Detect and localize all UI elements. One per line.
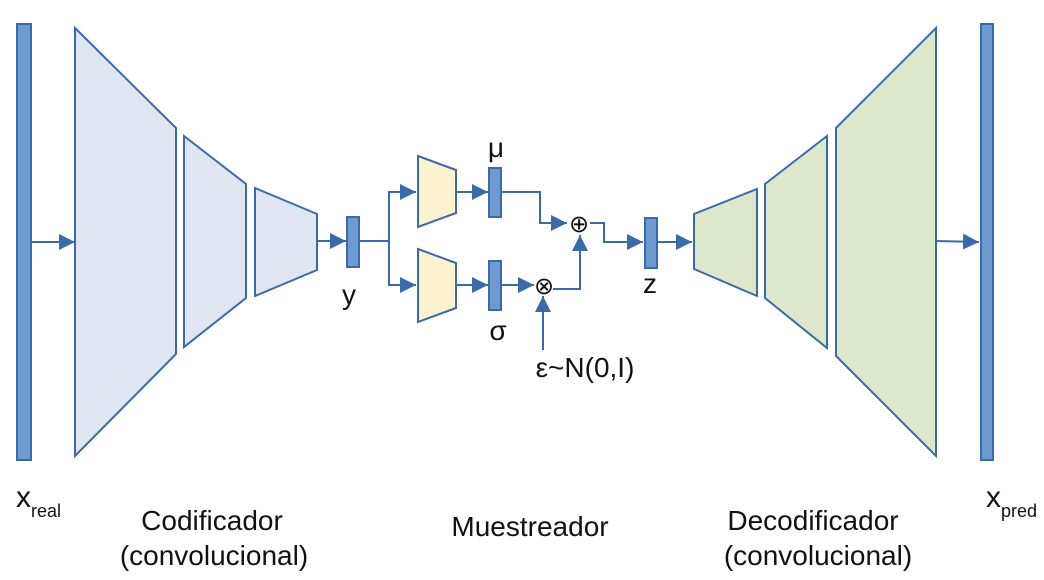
encoder-layer-3 (254, 186, 318, 298)
x-real-vector (16, 23, 32, 461)
x-real-label: xreal (16, 481, 61, 521)
y-label: y (342, 279, 356, 310)
times-operator: ⊗ (534, 273, 554, 300)
sampler-caption: Muestreador (451, 511, 608, 542)
x-pred-label: xpred (986, 481, 1037, 521)
x-pred-main: x (986, 481, 1001, 514)
sigma-vector (488, 260, 502, 311)
z-label: z (643, 268, 657, 299)
x-pred-vector (980, 23, 994, 461)
branch-y-to-sigma-encoder (388, 241, 416, 293)
arrow-times-to-plus (553, 235, 588, 290)
encoder-layer-2 (183, 133, 247, 350)
x-real-main: x (16, 481, 31, 514)
branch-y-to-mu-encoder (359, 184, 416, 242)
encoder-layer-1 (74, 25, 177, 459)
mu-encoder-block (417, 154, 457, 229)
sigma-label: σ (489, 315, 506, 346)
z-vector (644, 217, 658, 269)
encoder-caption-line1: Codificador (141, 505, 283, 536)
decoder-layer-3 (835, 25, 937, 459)
decoder-caption-line1: Decodificador (727, 505, 898, 536)
encoder-caption-line2: (convolucional) (120, 540, 308, 571)
epsilon-label: ε~N(0,I) (536, 352, 635, 383)
plus-operator: ⊕ (569, 211, 589, 238)
arrow-mu-to-plus (501, 191, 567, 231)
arrow-plus-to-z (590, 222, 643, 250)
decoder-layer-2 (764, 133, 828, 351)
mu-label: μ (488, 132, 504, 163)
mu-vector (488, 167, 502, 218)
x-pred-subscript: pred (1001, 501, 1037, 521)
y-vector (346, 216, 360, 268)
sigma-encoder-block (417, 247, 457, 324)
decoder-layer-1 (693, 187, 758, 298)
arrow-decoder-to-output (935, 233, 980, 250)
x-real-subscript: real (31, 501, 61, 521)
decoder-caption-line2: (convolucional) (724, 540, 912, 571)
